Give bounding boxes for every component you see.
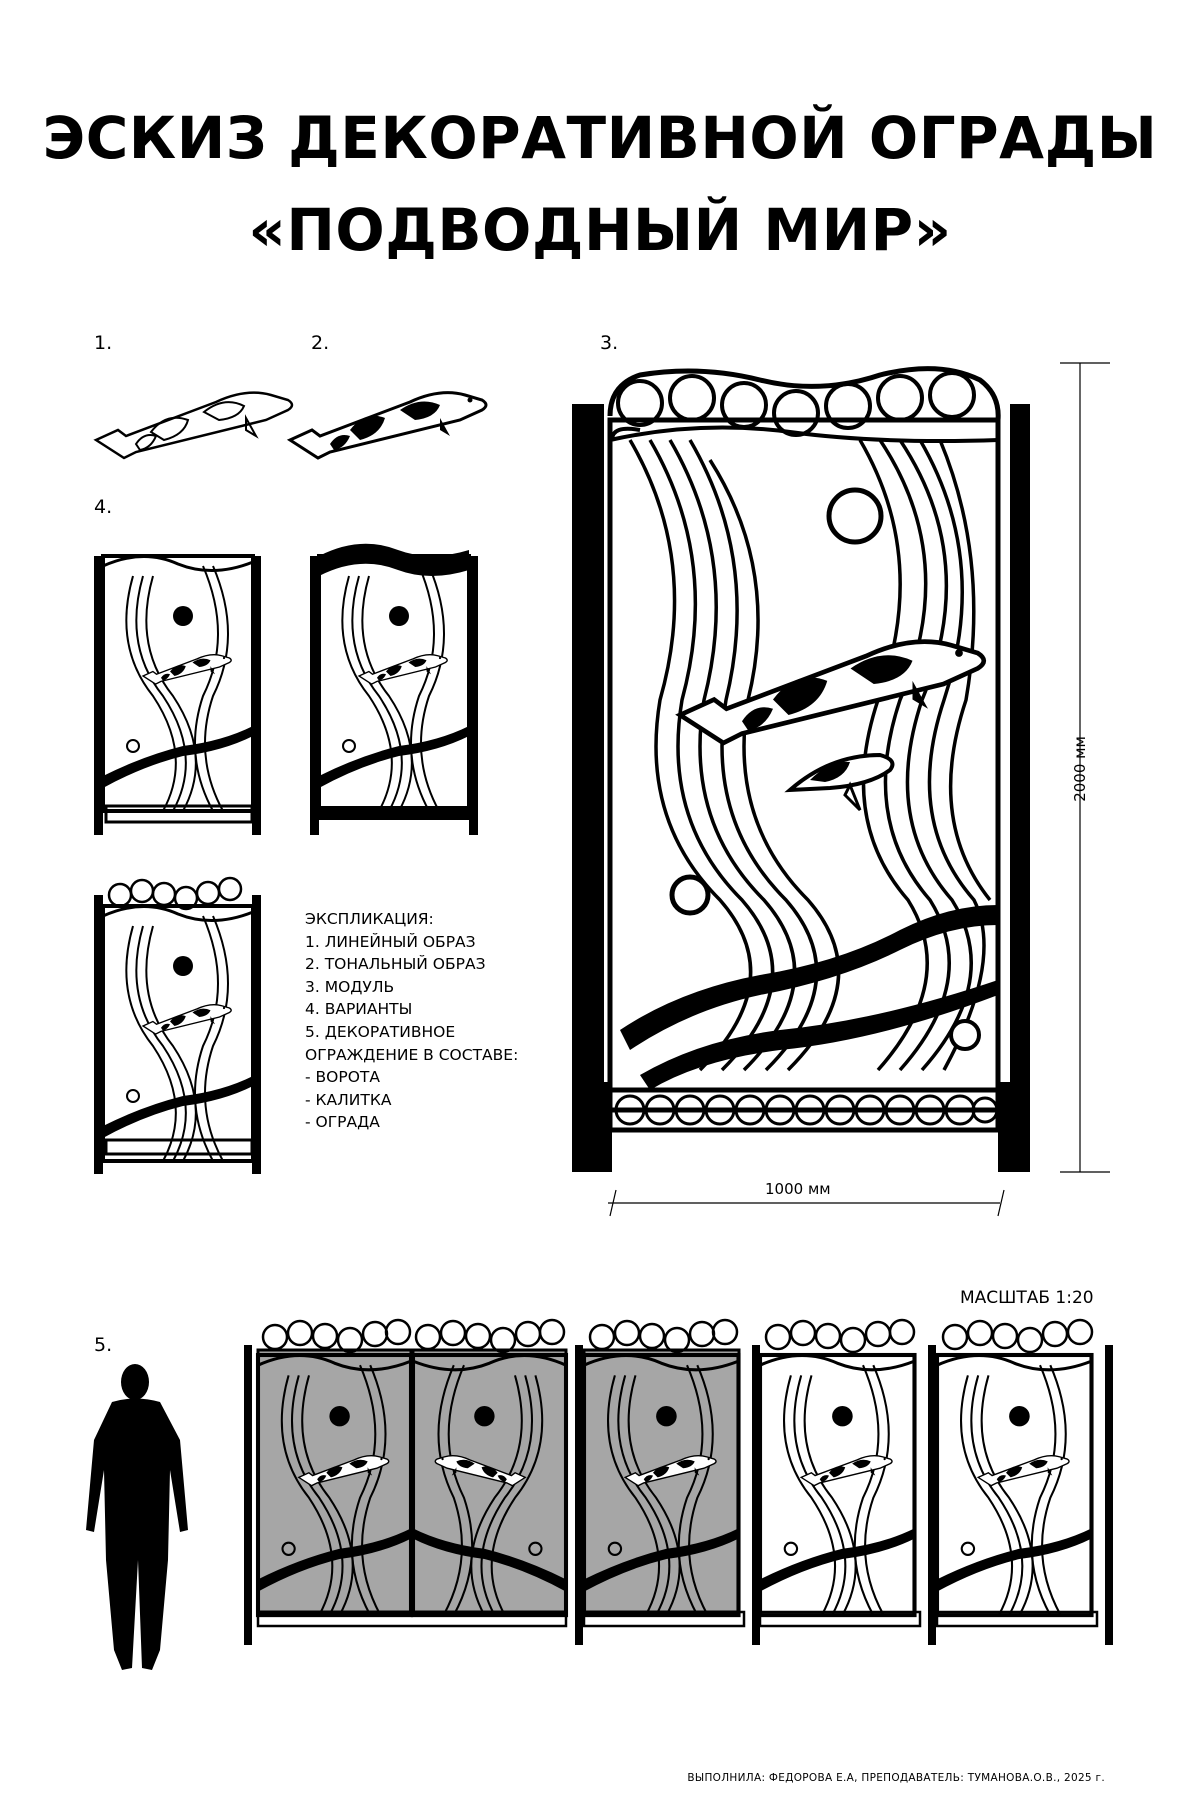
explication-list: ЭКСПЛИКАЦИЯ: 1. ЛИНЕЙНЫЙ ОБРАЗ 2. ТОНАЛЬ… [305,908,518,1134]
explication-item: 1. ЛИНЕЙНЫЙ ОБРАЗ [305,932,476,951]
explication-item: 2. ТОНАЛЬНЫЙ ОБРАЗ [305,955,486,974]
credits-line: ВЫПОЛНИЛА: ФЕДОРОВА Е.А, ПРЕПОДАВАТЕЛЬ: … [687,1772,1105,1784]
human-silhouette [86,1364,188,1670]
fence-assembly [244,1318,1113,1645]
label-fence: 5. [94,1334,113,1356]
explication-item: 5. ДЕКОРАТИВНОЕ [305,1022,456,1041]
label-variants: 4. [94,496,113,518]
label-linear-image: 1. [94,332,113,354]
explication-item: 4. ВАРИАНТЫ [305,1000,413,1019]
linear-fish-sketch [94,391,294,460]
label-tonal-image: 2. [311,332,330,354]
page-title-line-1: ЭСКИЗ ДЕКОРАТИВНОЙ ОГРАДЫ [42,104,1158,172]
variant-1-drawing [94,556,261,835]
explication-item: 3. МОДУЛЬ [305,977,395,996]
scale-label: МАСШТАБ 1:20 [960,1288,1094,1308]
explication-item: - ОГРАДА [305,1113,380,1132]
tonal-fish-sketch [288,391,488,460]
width-dimension-line [608,1189,1005,1217]
variant-3-drawing [94,876,261,1174]
explication-item: - ВОРОТА [305,1068,380,1087]
label-module: 3. [600,332,619,354]
module-drawing [572,366,1030,1172]
width-dimension-label: 1000 мм [765,1180,831,1198]
page-title-line-2: «ПОДВОДНЫЙ МИР» [248,196,952,264]
variant-2-drawing [310,543,478,835]
height-dimension-line [1060,362,1110,1173]
explication-heading: ЭКСПЛИКАЦИЯ: [305,910,434,928]
explication-item: - КАЛИТКА [305,1090,392,1109]
explication-item: ОГРАЖДЕНИЕ В СОСТАВЕ: [305,1045,519,1064]
